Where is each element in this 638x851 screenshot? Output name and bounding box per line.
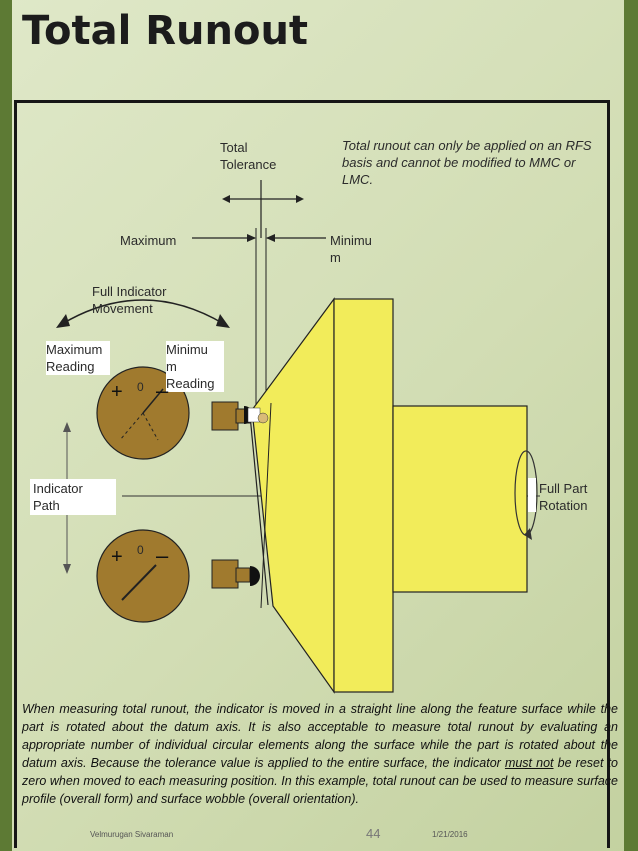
minimum-reading-label: Minimu m Reading: [166, 341, 224, 392]
top-gauge-stem: [211, 401, 239, 431]
tolerance-arrowhead-right: [296, 195, 304, 203]
top-dial-minus: –: [156, 378, 169, 403]
bottom-dial-minus: –: [156, 543, 169, 568]
bottom-gauge-tip: [235, 567, 251, 583]
part-cone: [251, 297, 335, 694]
full-part-rotation-label: Full Part Rotation: [539, 481, 588, 513]
bottom-dial-needle: [121, 564, 157, 601]
rotation-gap: [528, 478, 536, 512]
part-profile-line: [260, 402, 272, 609]
maximum-label: Maximum: [120, 233, 177, 248]
slide-title: Total Runout: [22, 8, 309, 54]
movement-arc-left-head: [56, 314, 70, 328]
indicator-path-arrow-down: [63, 564, 71, 574]
tolerance-arrowhead-left: [222, 195, 230, 203]
bottom-dial-zero: 0: [137, 543, 144, 557]
movement-arc-right-head: [216, 314, 230, 328]
page-number: 44: [366, 826, 381, 841]
part-flange: [333, 298, 394, 693]
bottom-dial-plus: +: [111, 546, 123, 568]
top-dial-plus: +: [111, 381, 123, 403]
minimum-label: Minimu m: [330, 233, 372, 265]
bottom-dial-face: [96, 529, 190, 623]
total-tolerance-label: Total Tolerance: [220, 140, 277, 172]
maximum-reading-label: Maximum Reading: [46, 341, 110, 375]
description-part-2: be reset to zero when moved to each meas…: [22, 756, 619, 806]
top-dial-zero: 0: [137, 380, 144, 394]
author-footer: Velmurugan Sivaraman: [90, 830, 174, 839]
full-indicator-movement-label: Full Indicator Movement: [92, 284, 167, 316]
date-footer: 1/21/2016: [432, 830, 468, 839]
description-part-1: When measuring total runout, the indicat…: [22, 702, 618, 770]
diagram-frame: [14, 100, 610, 848]
top-dial-needle: [142, 388, 164, 414]
part-shaft: [392, 405, 528, 593]
right-accent-bar: [624, 0, 638, 851]
maximum-arrowhead: [247, 234, 256, 242]
indicator-path-label: Indicator Path: [30, 479, 116, 515]
minimum-arrowhead: [266, 234, 275, 242]
movement-arc: [61, 299, 225, 325]
top-dial-needle-ghost: [142, 412, 159, 441]
description-text: When measuring total runout, the indicat…: [22, 700, 618, 808]
part-profile-line: [249, 414, 269, 606]
left-accent-bar: [0, 0, 12, 851]
rotation-arrowhead: [524, 528, 532, 540]
indicator-path-arrow-up: [63, 422, 71, 432]
bottom-gauge-stem: [211, 559, 239, 589]
description-emphasis: must not: [504, 756, 554, 770]
rfs-note: Total runout can only be applied on an R…: [342, 138, 592, 187]
bottom-gauge-contact: [250, 566, 260, 586]
top-gauge-contact-patch-inner: [257, 412, 269, 424]
